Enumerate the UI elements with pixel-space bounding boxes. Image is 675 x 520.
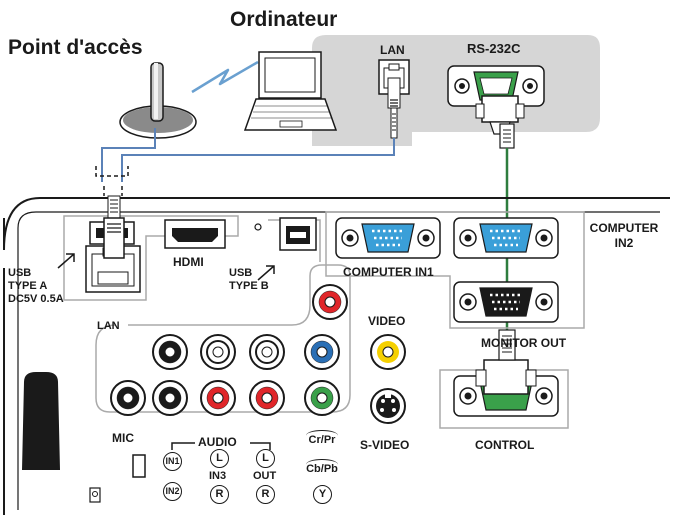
s-video-jack-icon	[370, 388, 406, 424]
usb-a-label-2: TYPE A	[8, 280, 48, 292]
audio-out-l-label: L	[256, 449, 275, 468]
computer-lan-port-icon	[378, 59, 410, 139]
computer-lan-label: LAN	[380, 43, 405, 57]
usb-a-label-1: USB	[8, 267, 32, 279]
mic-jack-icon	[152, 334, 188, 370]
computer-in1-port-icon	[335, 217, 441, 259]
usb-a-arrow-icon	[57, 253, 75, 269]
control-label: CONTROL	[475, 438, 535, 452]
usb-a-label-3: DC5V 0.5A	[8, 293, 64, 305]
hdmi-port-icon	[164, 219, 226, 249]
audio-in2-label: IN2	[163, 482, 182, 501]
audio-label: AUDIO	[198, 435, 237, 449]
hdmi-label: HDMI	[173, 255, 204, 269]
audio-in1-label: IN1	[163, 452, 182, 471]
s-video-label: S-VIDEO	[360, 438, 410, 452]
audio-bracket	[171, 442, 271, 450]
access-point-icon	[119, 62, 197, 139]
computer-label: Ordinateur	[230, 8, 338, 31]
panel-outline	[3, 197, 670, 515]
lan-cable	[121, 138, 395, 182]
component-pr-jack-icon	[312, 284, 348, 320]
audio-in3-l-label: L	[210, 449, 229, 468]
usb-b-port-icon	[279, 217, 317, 251]
audio-out-r-label: R	[256, 485, 275, 504]
computer-in2-label-2: IN2	[614, 236, 634, 250]
wireless-icon	[191, 60, 259, 94]
usb-b-label-1: USB	[229, 267, 253, 279]
panel-foot	[22, 372, 60, 470]
wireless-link-dashes	[95, 166, 129, 196]
audio-in3-label: IN3	[209, 470, 227, 482]
audio-out-label: OUT	[253, 470, 277, 482]
computer-ports-outline	[325, 211, 585, 329]
computer-rs232c-port-icon	[447, 65, 545, 149]
audio-in1-jack-icon	[110, 380, 146, 416]
computer-in1-label: COMPUTER IN1	[343, 265, 434, 279]
computer-rs232c-label: RS-232C	[467, 41, 521, 56]
computer-in2-port-icon	[453, 217, 559, 259]
component-y-jack-icon	[304, 380, 340, 416]
y-label: Y	[313, 485, 332, 504]
control-port-icon	[453, 329, 559, 417]
kensington-lock-icon	[89, 487, 101, 503]
component-pb-jack-icon	[304, 334, 340, 370]
laptop-icon	[243, 51, 338, 131]
audio-in2-jack-icon	[152, 380, 188, 416]
rca-jacks	[110, 284, 348, 416]
usb-b-label-2: TYPE B	[229, 280, 269, 292]
monitor-out-port-icon	[453, 281, 559, 323]
cb-pb-label: Cb/Pb	[302, 459, 342, 475]
monitor-out-label: MONITOR OUT	[481, 336, 567, 350]
video-jack-icon	[370, 334, 406, 370]
panel-lan-label: LAN	[97, 320, 120, 332]
audio-in3-r-label: R	[210, 485, 229, 504]
computer-in2-label-1: COMPUTER	[589, 221, 659, 235]
mic-label: MIC	[112, 431, 134, 445]
slot	[132, 454, 146, 478]
audio-out-r-jack-icon	[249, 380, 285, 416]
audio-out-l-jack-icon	[249, 334, 285, 370]
lan-cable-ap	[101, 128, 156, 182]
lan-usb-group	[63, 215, 239, 301]
access-point-label: Point d'accès	[8, 36, 143, 59]
cr-pr-label: Cr/Pr	[302, 430, 342, 446]
audio-in3-r-jack-icon	[200, 380, 236, 416]
panel-lan-port-icon	[85, 195, 141, 293]
usb-b-arrow-icon	[257, 265, 275, 281]
audio-in3-l-jack-icon	[200, 334, 236, 370]
video-label: VIDEO	[368, 314, 406, 328]
